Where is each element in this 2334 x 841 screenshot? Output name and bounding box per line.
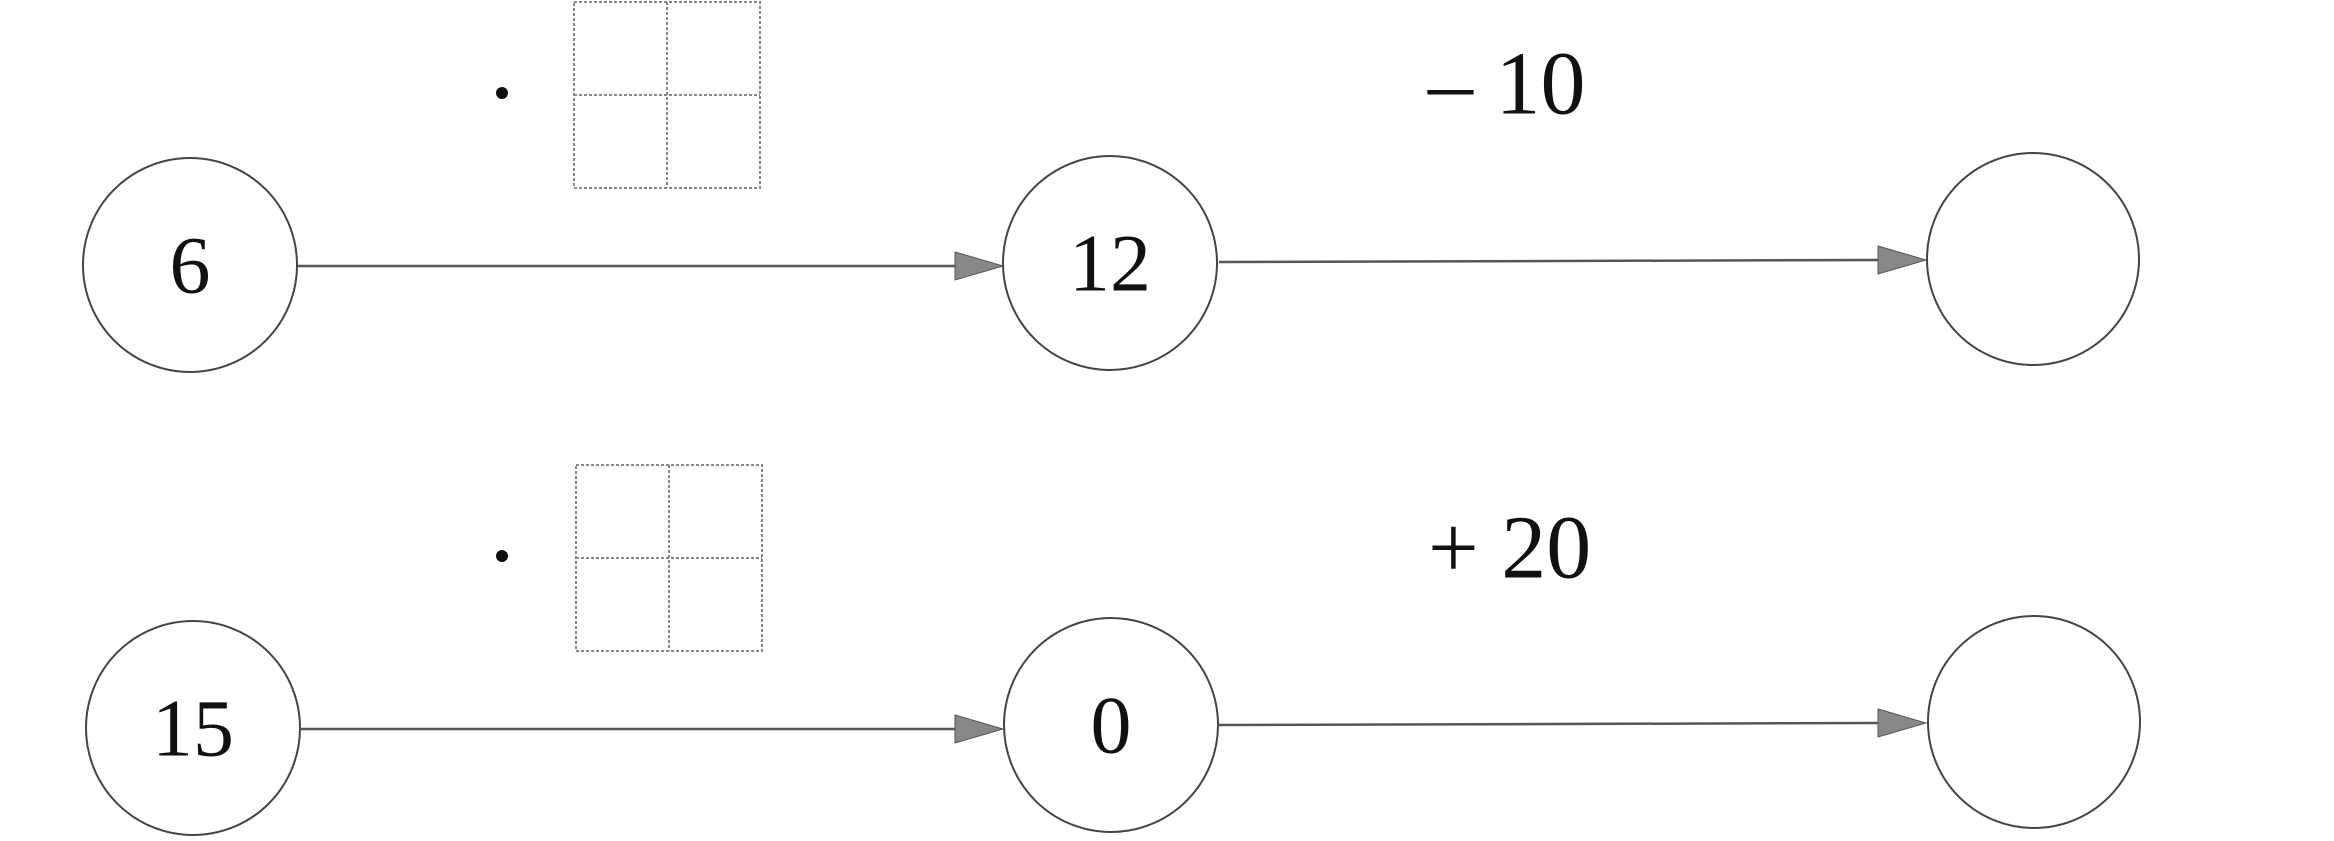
row-1-end-node-blank[interactable]	[1926, 152, 2140, 366]
row-1-second-operation: – 10	[1427, 35, 1586, 134]
row-1-arrow-1	[298, 251, 1005, 281]
row-1-multiply-dot	[496, 87, 508, 99]
row-1-start-node: 6	[82, 157, 298, 373]
row-2: · + 20 15 0	[85, 464, 2141, 836]
row-1-arrow-2	[1218, 245, 1928, 275]
row-2-middle-node: 0	[1003, 617, 1219, 833]
row-1: · – 10 6 12	[82, 1, 2140, 373]
row-1-start-value: 6	[170, 220, 211, 311]
row-1-blank-multiplier-box[interactable]	[573, 1, 761, 189]
row-1-middle-value: 12	[1069, 218, 1151, 309]
row-2-start-value: 15	[152, 683, 234, 774]
row-2-second-operation: + 20	[1428, 499, 1591, 598]
row-2-multiply-dot	[496, 550, 508, 562]
row-2-middle-value: 0	[1091, 680, 1132, 771]
row-2-arrow-1	[300, 714, 1005, 744]
row-2-arrow-2	[1218, 708, 1928, 738]
row-2-blank-multiplier-box[interactable]	[575, 464, 763, 652]
row-2-start-node: 15	[85, 620, 301, 836]
row-1-middle-node: 12	[1002, 155, 1218, 371]
row-2-end-node-blank[interactable]	[1927, 615, 2141, 829]
